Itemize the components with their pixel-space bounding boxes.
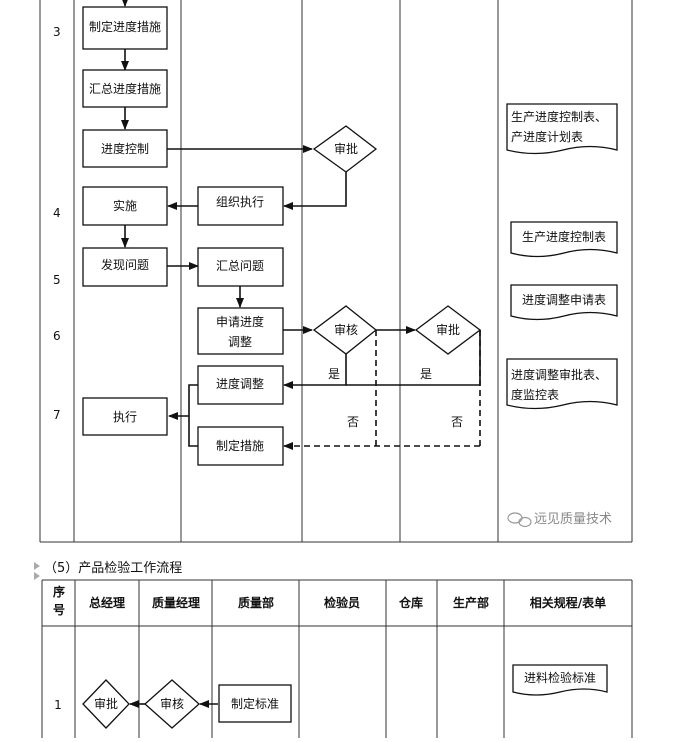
diamond-shenpi-2: 审批 (436, 322, 460, 337)
box-shenqing-line1: 申请进度 (216, 314, 264, 329)
watermark-icon (507, 512, 532, 528)
decision-diamonds (312, 125, 482, 355)
bottom-table-grid (41, 579, 633, 738)
diamond-shenhe: 审核 (334, 322, 358, 337)
header-jianyanyuan: 检验员 (324, 595, 360, 610)
doc4-line1: 进度调整审批表、 (511, 367, 607, 382)
header-zhiliangbu: 质量部 (238, 595, 274, 610)
doc3: 进度调整申请表 (522, 292, 606, 307)
header-zongjingli: 总经理 (89, 595, 125, 610)
diamond-shenpi: 审批 (94, 696, 118, 711)
connectors (121, 0, 481, 447)
label-shi-2: 是 (420, 367, 432, 381)
box-huizong-wenti: 汇总问题 (216, 259, 264, 273)
box-shenqing-line2: 调整 (228, 334, 252, 349)
box-zhiding-jindu-cuoshi: 制定进度措施 (89, 19, 161, 34)
top-swimlane-grid (39, 0, 633, 543)
diamond-shenpi-1: 审批 (334, 141, 358, 156)
row-number: 1 (54, 698, 62, 712)
dashed-connectors (283, 330, 481, 450)
box-jindu-kongzhi: 进度控制 (101, 141, 149, 156)
row-number: 7 (53, 408, 61, 422)
section-bullet-icon (34, 562, 40, 580)
row-number: 6 (53, 329, 61, 343)
header-seq-line2: 号 (53, 602, 65, 617)
box-jindu-tiaozheng: 进度调整 (216, 376, 264, 391)
diamond-shenhe: 审核 (160, 696, 184, 711)
header-cangku: 仓库 (398, 595, 423, 610)
header-seq-line1: 序 (53, 584, 65, 599)
box-zhiding-biaozhun: 制定标准 (231, 696, 279, 711)
box-zuzhi-zhixing: 组织执行 (216, 195, 264, 209)
doc1-line1: 生产进度控制表、 (511, 109, 607, 124)
document-shapes (506, 103, 618, 410)
box-huizong-jindu-cuoshi: 汇总进度措施 (89, 81, 161, 96)
header-shengchanbu: 生产部 (453, 595, 489, 610)
header-zhiliang-jingli: 质量经理 (152, 595, 200, 610)
label-fou-1: 否 (347, 415, 359, 429)
header-guicheng-biaodan: 相关规程/表单 (530, 595, 606, 610)
box-shishi: 实施 (113, 198, 137, 213)
box-zhiding-cuoshi: 制定措施 (216, 438, 264, 453)
doc-jinliao-jianyan-biaozhun: 进料检验标准 (524, 670, 596, 685)
watermark-text: 远见质量技术 (534, 512, 612, 527)
bottom-shapes (82, 664, 608, 729)
process-boxes (82, 6, 284, 466)
row-number: 3 (53, 25, 61, 39)
row-number: 4 (53, 206, 61, 220)
label-shi-1: 是 (328, 367, 340, 381)
doc2: 生产进度控制表 (522, 229, 606, 244)
box-faxian-wenti: 发现问题 (101, 257, 149, 272)
box-zhixing: 执行 (113, 410, 137, 424)
label-fou-2: 否 (451, 415, 463, 429)
row-numbers: 3 4 5 6 7 (53, 25, 61, 422)
section-title: （5）产品检验工作流程 (44, 560, 182, 576)
doc1-line2: 产进度计划表 (511, 129, 583, 144)
doc4-line2: 度监控表 (511, 387, 559, 402)
row-number: 5 (53, 273, 61, 287)
